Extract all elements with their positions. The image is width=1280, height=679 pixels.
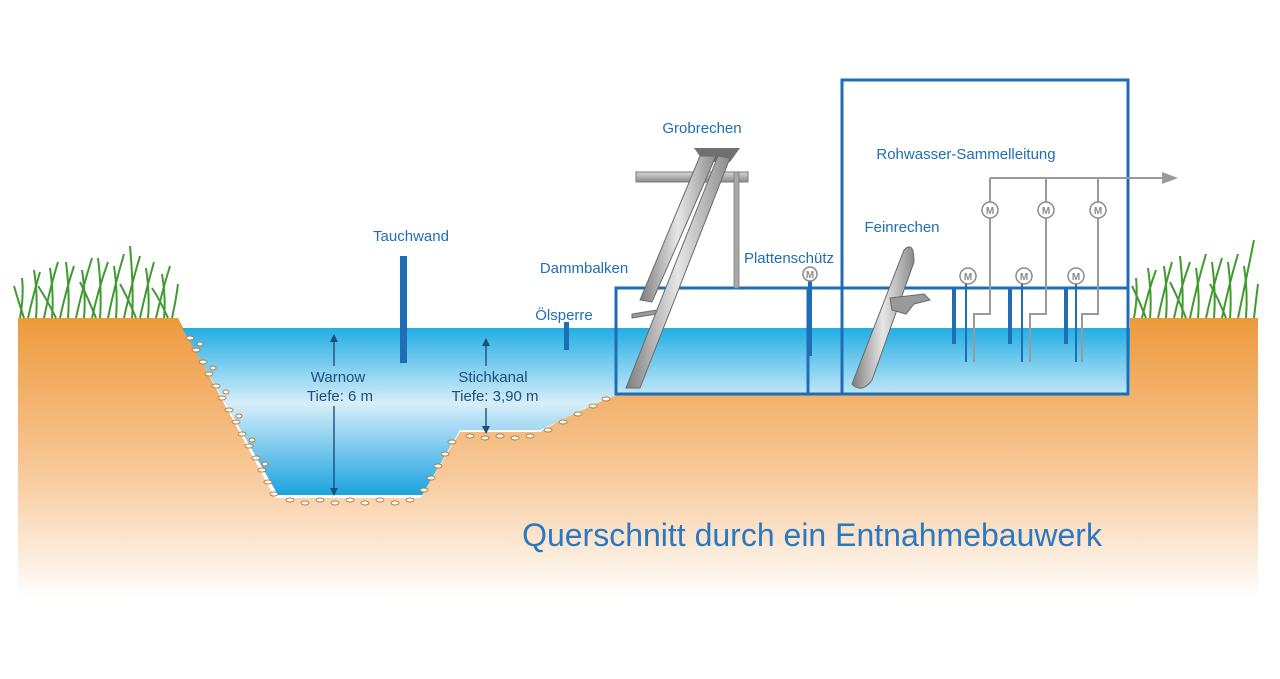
label-dammbalken: Dammbalken: [540, 260, 628, 277]
motor-gate-1: M: [959, 267, 977, 285]
svg-text:M: M: [986, 206, 994, 217]
svg-text:M: M: [964, 272, 972, 283]
label-plattenschuetz: Plattenschütz: [744, 250, 834, 267]
plattenschuetz: M: [802, 266, 818, 356]
label-oelsperre: Ölsperre: [535, 306, 593, 324]
label-feinrechen: Feinrechen: [864, 219, 939, 236]
depth-arrow-stichkanal: [482, 338, 490, 434]
diagram-title: Querschnitt durch ein Entnahmebauwerk: [522, 517, 1103, 553]
motor-gate-3: M: [1067, 267, 1085, 285]
svg-text:M: M: [1042, 206, 1050, 217]
depth-arrow-warnow: [330, 334, 338, 496]
label-stichkanal: Stichkanal: [458, 369, 527, 386]
label-stichkanal-depth: Tiefe: 3,90 m: [452, 388, 539, 405]
feinrechen: [851, 246, 931, 389]
motor-pipe-3: M: [1089, 201, 1107, 219]
label-warnow: Warnow: [311, 369, 366, 386]
oelsperre-barrier: [564, 322, 569, 350]
grass-right: [1131, 239, 1259, 319]
svg-text:M: M: [806, 270, 814, 281]
label-warnow-depth: Tiefe: 6 m: [307, 388, 373, 405]
outflow-arrow: [1162, 172, 1178, 184]
grobrechen: [625, 148, 749, 389]
svg-text:M: M: [1072, 272, 1080, 283]
grass-left: [13, 245, 179, 319]
gravel-bed: [185, 335, 611, 506]
tauchwand-wall: [400, 256, 407, 363]
label-tauchwand: Tauchwand: [373, 228, 449, 245]
soil: [18, 318, 1258, 600]
motor-pipe-1: M: [981, 201, 999, 219]
motor-pipe-2: M: [1037, 201, 1055, 219]
svg-text:M: M: [1094, 206, 1102, 217]
building-posts: [952, 288, 1068, 344]
label-rohwasser-sammelleitung: Rohwasser-Sammelleitung: [876, 146, 1055, 163]
rohwasser-pipes: [965, 177, 1164, 362]
motor-gate-2: M: [1015, 267, 1033, 285]
water: [182, 328, 1130, 495]
motor-plattenschuetz: [802, 266, 818, 282]
svg-text:M: M: [1020, 272, 1028, 283]
label-grobrechen: Grobrechen: [662, 120, 741, 137]
